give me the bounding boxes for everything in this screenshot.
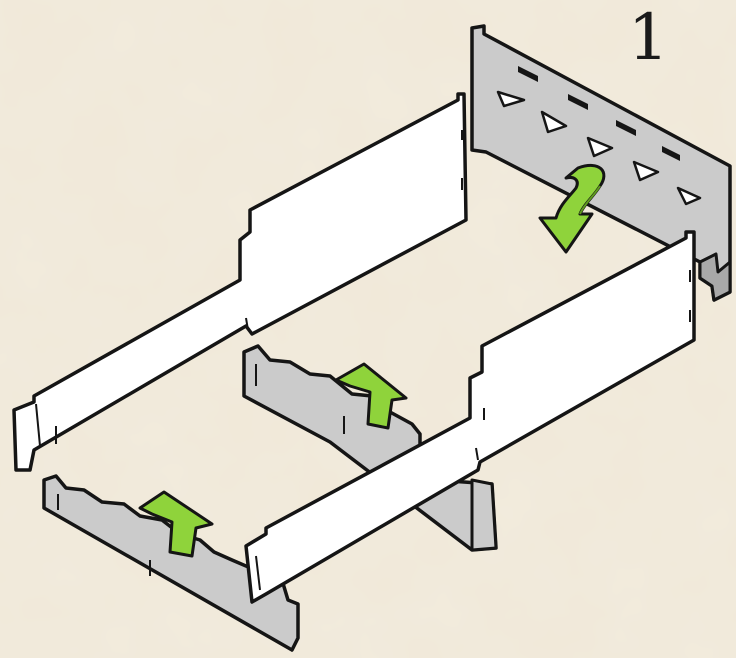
front-grey-divider xyxy=(42,474,300,652)
right-white-side-panel xyxy=(244,230,696,604)
step-number: 1 xyxy=(628,1,669,75)
divider-tab xyxy=(470,478,498,552)
left-white-side-panel xyxy=(12,92,468,472)
up-arrow-middle xyxy=(334,362,408,430)
curved-down-arrow xyxy=(538,163,606,254)
up-arrow-front xyxy=(138,490,214,558)
back-grey-panel xyxy=(470,24,732,302)
